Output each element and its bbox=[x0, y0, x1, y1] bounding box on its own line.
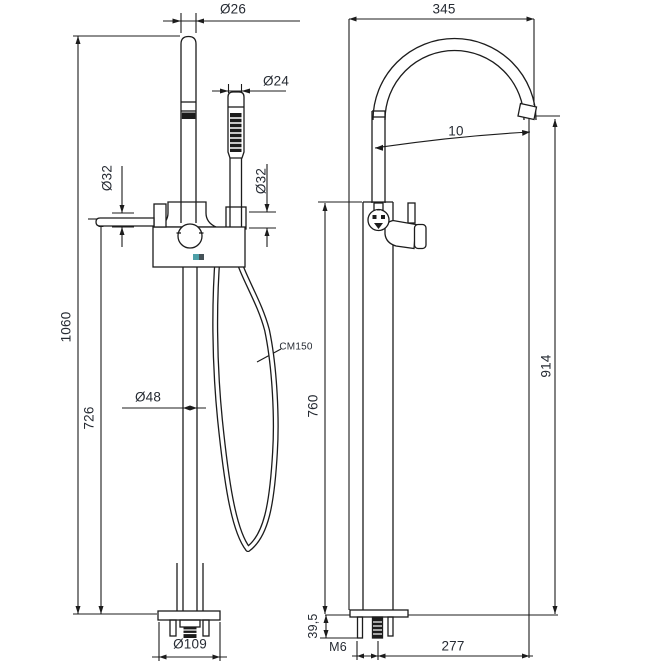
base-front bbox=[157, 610, 221, 638]
lever-handle-front bbox=[95, 217, 155, 227]
valve-side bbox=[367, 202, 427, 250]
handshower-hose bbox=[212, 249, 279, 552]
spout-angle-label: 10 bbox=[448, 123, 464, 139]
side-view bbox=[349, 37, 538, 639]
spout-pipe bbox=[180, 35, 197, 202]
handle-knob bbox=[177, 223, 203, 249]
gooseneck-spout bbox=[372, 37, 538, 121]
brand-mark bbox=[193, 254, 204, 260]
lever-grip-end bbox=[413, 223, 427, 250]
handle-height-label: 726 bbox=[81, 406, 97, 430]
holder-port-diameter-label: Ø32 bbox=[253, 167, 269, 195]
lever-body bbox=[384, 219, 417, 250]
handshower-diameter-label: Ø24 bbox=[262, 73, 290, 89]
thread-label: M6 bbox=[329, 640, 347, 654]
hose-length-label: CM150 bbox=[279, 341, 313, 353]
lever-boss bbox=[153, 203, 167, 228]
handshower-front bbox=[211, 91, 247, 252]
top-depth-label: 345 bbox=[432, 1, 456, 17]
dimension-arrowheads bbox=[75, 16, 558, 660]
spout-diameter-label: Ø26 bbox=[219, 1, 247, 17]
below-floor-depth-label: 39,5 bbox=[306, 613, 320, 639]
total-height-label: 1060 bbox=[58, 311, 74, 343]
base-diameter-label: Ø109 bbox=[173, 636, 207, 652]
base-side bbox=[349, 609, 409, 639]
riser-side bbox=[371, 110, 386, 203]
body-height-label: 760 bbox=[305, 394, 321, 418]
spout-outlet-tip bbox=[517, 102, 538, 121]
column-side bbox=[362, 201, 394, 610]
lever-stem bbox=[407, 202, 416, 224]
outlet-reach-label: 277 bbox=[441, 638, 465, 654]
column-front bbox=[176, 267, 204, 611]
mixer-body-front bbox=[95, 201, 246, 268]
outlet-height-label: 914 bbox=[538, 354, 554, 378]
dimension-lines bbox=[73, 13, 560, 661]
column-diameter-label: Ø48 bbox=[134, 389, 162, 405]
handle-port-diameter-label: Ø32 bbox=[99, 164, 115, 192]
front-view bbox=[95, 35, 279, 638]
handshower-cradle bbox=[225, 206, 247, 230]
